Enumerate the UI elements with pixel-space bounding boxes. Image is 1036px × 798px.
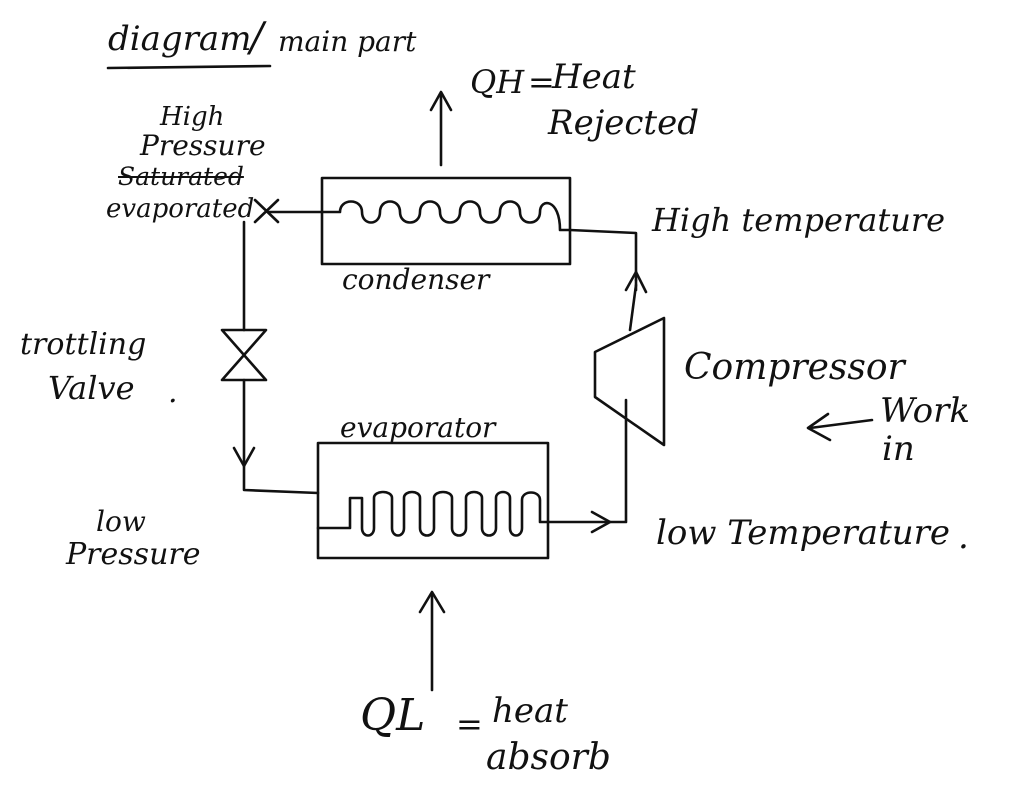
high-side-line1: High [160, 102, 225, 132]
condenser-box [320, 176, 572, 266]
evaporator-box [316, 441, 550, 560]
ql-arrowhead [418, 590, 446, 614]
low-pressure-line1: low [96, 505, 146, 538]
heading-left: diagram [108, 19, 252, 59]
high-temperature-label: High temperature [652, 201, 946, 239]
ql-line2: absorb [486, 737, 611, 778]
heading-underline [106, 64, 272, 70]
condenser-label: condenser [342, 263, 490, 296]
ql-line1: heat [492, 691, 568, 731]
condenser-coil [266, 200, 572, 232]
work-line2: in [882, 429, 915, 469]
evaporator-outlet-line [546, 398, 628, 524]
valve-inlet-cross [253, 198, 280, 224]
ql-symbol: QL [360, 690, 426, 741]
evaporator-label: evaporator [340, 411, 496, 444]
valve-line1: trottling [20, 327, 147, 362]
heading-right: main part [278, 25, 417, 58]
work-in-arrow [808, 418, 874, 430]
expansion-valve-symbol [220, 328, 268, 382]
work-in-arrowhead [806, 412, 832, 442]
low-temperature-mark: . [958, 517, 969, 557]
suction-arrowhead [590, 510, 612, 534]
low-pressure-line2: Pressure [66, 537, 201, 572]
condenser-to-right-line [568, 228, 638, 282]
compressor-body [593, 316, 666, 447]
qh-arrowhead [429, 90, 453, 112]
ql-equals: = [456, 705, 483, 743]
left-line-lower [242, 378, 320, 495]
discharge-arrowhead [624, 270, 648, 294]
valve-mark: . [168, 375, 178, 410]
qh-symbol: QH [470, 63, 525, 101]
valve-line2: Valve [48, 369, 135, 407]
high-side-line2: Pressure [140, 129, 266, 162]
compressor-label: Compressor [684, 347, 905, 388]
heading-separator: / [250, 15, 264, 61]
qh-line1: Heat [552, 57, 636, 97]
high-side-line4: evaporated [106, 194, 255, 224]
left-down-arrowhead [232, 446, 256, 468]
low-temperature-label: low Temperature [656, 513, 950, 553]
evaporator-coil [316, 490, 550, 537]
work-line1: Work [880, 391, 970, 431]
qh-equals: = [528, 63, 555, 101]
qh-line2: Rejected [548, 103, 699, 143]
compressor-outlet-line [628, 283, 638, 332]
high-side-struck: Saturated [118, 162, 244, 191]
